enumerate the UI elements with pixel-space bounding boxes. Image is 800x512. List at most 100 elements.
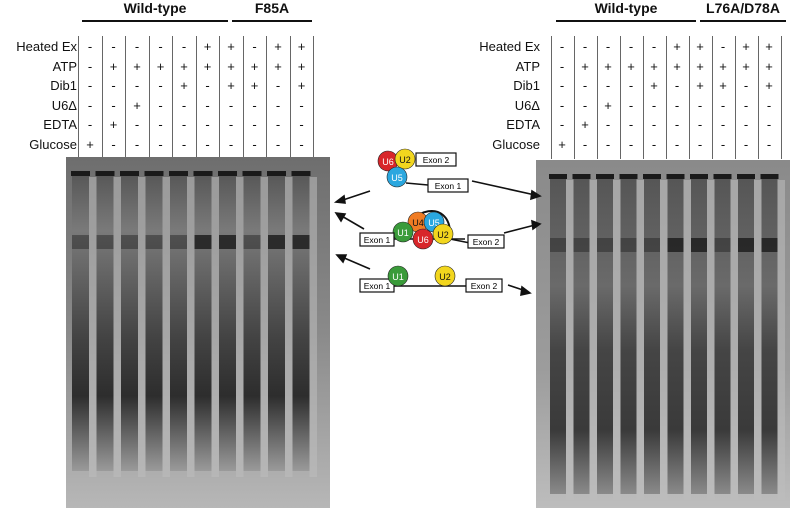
right-table-cell: - <box>559 78 565 93</box>
left-group-wildtype-label: Wild-type <box>123 0 187 16</box>
right-gel-lane-gap <box>707 180 715 500</box>
right-gel-band <box>691 238 707 252</box>
right-gel-well <box>549 174 567 179</box>
left-table-cell: + <box>274 39 282 54</box>
right-table-cell: + <box>558 136 566 152</box>
left-table-cell: - <box>275 136 281 152</box>
left-table-cell: - <box>205 97 210 113</box>
left-gel-image <box>66 157 330 508</box>
particle-u2-icon <box>394 148 416 170</box>
right-table-cell: - <box>605 117 611 132</box>
right-table-row-label: Glucose <box>492 136 540 152</box>
left-gel-lane <box>72 171 89 471</box>
arrowhead-icon <box>520 285 532 297</box>
right-table-cell: - <box>743 97 749 113</box>
right-gel-lane-gap <box>660 180 668 500</box>
left-gel-band <box>243 235 261 249</box>
left-table-cell: - <box>111 97 116 113</box>
right-table-column-divider <box>711 36 713 159</box>
right-gel-lane-gap <box>683 180 691 500</box>
left-gel-lane-gap <box>211 177 219 477</box>
left-table-cell: - <box>87 39 93 54</box>
left-table-column-divider <box>195 36 197 159</box>
left-gel-well <box>242 171 262 176</box>
left-table-cell: - <box>275 97 281 113</box>
exon2-box <box>465 278 503 293</box>
right-gel-well <box>760 174 779 179</box>
right-gel-well <box>619 174 638 179</box>
left-table-cell: - <box>87 97 93 113</box>
particle-label: U6 <box>382 157 394 167</box>
left-table-row-label: Dib1 <box>50 78 77 93</box>
left-gel-lane <box>219 171 236 471</box>
arrows <box>333 180 542 297</box>
intron-line <box>449 238 471 244</box>
right-table-cell: - <box>559 117 565 132</box>
right-gel-lane <box>620 174 637 494</box>
right-gel-band <box>620 238 637 252</box>
right-table-cell: + <box>696 58 704 74</box>
left-table-row-label: Heated Ex <box>16 39 77 54</box>
right-group-mutant-label: L76A/D78A <box>706 0 780 16</box>
right-table-cell: + <box>696 39 704 54</box>
right-table-cell: - <box>743 136 749 152</box>
exon-label: Exon 1 <box>364 281 391 291</box>
right-table-cell: + <box>765 78 773 93</box>
right-table-cell: - <box>697 136 703 152</box>
right-gel-lane <box>691 174 707 494</box>
arrowhead-icon <box>333 194 346 204</box>
left-table-cell: - <box>252 136 257 152</box>
right-table-cell: - <box>766 97 772 113</box>
right-table-cell: - <box>674 117 680 132</box>
right-gel-lane <box>644 174 660 494</box>
left-table-cell: - <box>181 97 187 113</box>
left-table-cell: + <box>250 78 259 93</box>
particle-u5-icon <box>386 166 408 188</box>
right-table-cell: - <box>559 97 565 113</box>
right-gel-well <box>572 174 591 179</box>
left-table-cell: + <box>297 78 306 93</box>
left-gel-lane-gap <box>162 177 170 477</box>
left-gel-lane <box>145 171 163 471</box>
left-table-column-divider <box>125 36 127 159</box>
right-gel-lane <box>761 174 778 494</box>
right-gel-well <box>737 174 755 179</box>
right-gel-lane-gap <box>566 180 574 500</box>
right-gel-lane-gap <box>613 180 621 500</box>
arrowhead-icon <box>530 189 542 201</box>
left-table-cell: - <box>252 39 257 54</box>
right-table-cell: + <box>581 117 589 132</box>
arrow-tri-snrnp-right <box>471 180 536 196</box>
left-table-cell: - <box>275 117 281 132</box>
left-gel-lane-gap <box>113 177 121 477</box>
left-gel-band <box>170 235 187 249</box>
complex-top: U6 U2 U5 Exon 2 Exon 1 <box>377 148 469 193</box>
right-table-cell: - <box>720 97 726 113</box>
arrow-spliceosome-right <box>503 224 536 234</box>
particle-label: U2 <box>437 230 449 240</box>
right-table-cell: - <box>628 97 634 113</box>
right-gel-well <box>596 174 614 179</box>
particle-u1-icon <box>387 265 409 287</box>
right-table-column-divider <box>642 36 644 159</box>
left-table-cell: - <box>111 78 116 93</box>
left-table-cell: - <box>228 117 234 132</box>
left-gel-band <box>268 235 285 249</box>
right-gel-lane <box>597 174 613 494</box>
exon-label: Exon 2 <box>471 281 498 291</box>
left-gel-lane-gap <box>89 177 97 477</box>
left-table-column-divider <box>242 36 244 159</box>
particle-u2-icon <box>432 223 454 245</box>
left-table-cell: - <box>252 97 257 113</box>
right-gel-band <box>573 238 590 252</box>
left-gel-lane-gap <box>285 177 293 477</box>
right-table-cell: - <box>628 117 634 132</box>
right-table-cell: - <box>582 78 588 93</box>
right-gel-lane <box>667 174 684 494</box>
right-table-cell: + <box>581 58 589 74</box>
right-table-column-divider <box>734 36 736 159</box>
right-table-cell: - <box>697 117 703 132</box>
particle-label: U4 <box>412 218 424 228</box>
left-gel-lane-gap <box>138 177 146 477</box>
right-table-cell: - <box>559 39 565 54</box>
